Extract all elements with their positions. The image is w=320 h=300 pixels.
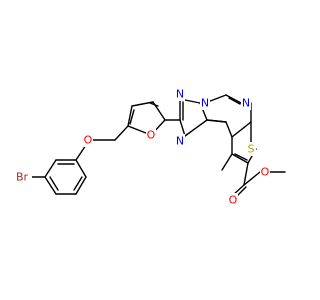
bond-10 (75, 144, 87, 161)
atom-n-b: N (200, 96, 210, 110)
molecule-structure-diagram: Br O O N N N N S O O (14, 87, 286, 207)
atom-o-ether: O (83, 133, 93, 147)
atom-s-thiophene-label: S (248, 143, 255, 156)
bond-3 (75, 159, 87, 178)
atom-n-c-label: N (176, 135, 184, 148)
atom-o-carbonyl-label: O (229, 194, 238, 207)
atom-o-carbonyl: O (228, 193, 238, 207)
bond-32 (225, 121, 233, 138)
atom-n-c: N (175, 134, 185, 148)
atom-n-a: N (175, 87, 185, 101)
atom-o-furan: O (146, 128, 156, 142)
bond-1 (44, 159, 57, 178)
bond-9 (49, 176, 59, 191)
bond-19 (149, 102, 159, 107)
bond-4 (75, 176, 87, 195)
bond-24 (184, 119, 208, 137)
bond-40 (221, 153, 233, 171)
bond-44 (243, 171, 261, 186)
bond-31 (231, 121, 252, 138)
bond-18 (129, 109, 135, 125)
atom-n-d: N (241, 96, 251, 110)
atom-n-b-label: N (201, 97, 209, 110)
bond-33 (206, 119, 227, 123)
bond-37 (231, 153, 249, 164)
atom-o-furan-label: O (147, 129, 156, 142)
bond-41 (243, 162, 249, 186)
atom-n-a-label: N (176, 88, 184, 101)
atom-o-ester-label: O (261, 166, 270, 179)
bond-12 (114, 125, 129, 141)
atom-o-ester: O (260, 165, 270, 179)
bond-29 (225, 94, 242, 104)
atom-br: Br (14, 170, 32, 184)
atom-br-label: Br (16, 171, 29, 184)
atom-n-d-label: N (242, 97, 250, 110)
bond-8 (73, 176, 83, 191)
bond-17 (127, 105, 133, 127)
atom-s-thiophene: S (246, 142, 256, 156)
atom-o-ether-label: O (84, 134, 93, 147)
bond-25 (179, 119, 186, 137)
bond-6 (44, 176, 57, 195)
bond-34 (228, 97, 241, 105)
bond-39 (234, 153, 248, 161)
